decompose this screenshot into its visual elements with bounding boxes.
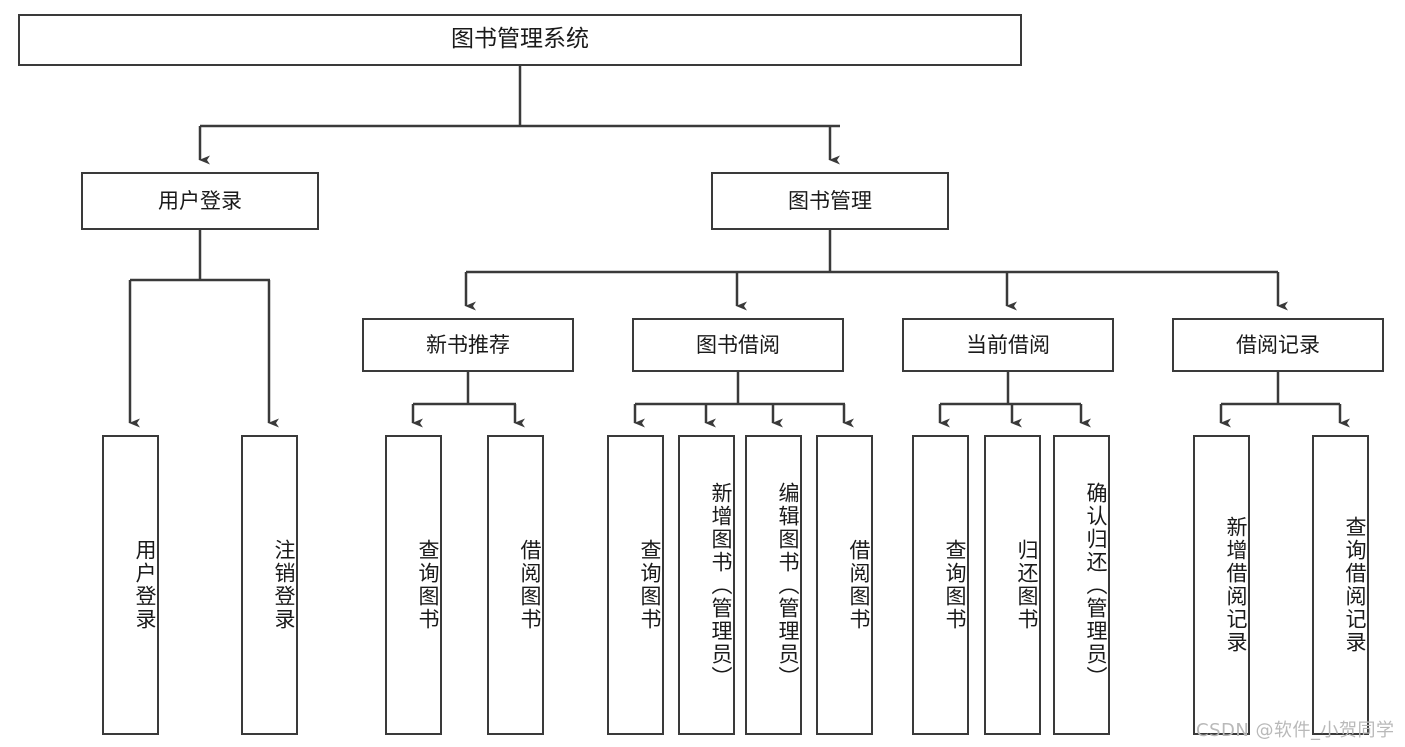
- node-leaf-query-book-3[interactable]: 查询图书: [912, 435, 969, 735]
- node-leaf-confirm-return-label: 确认归还（管理员）: [1084, 481, 1108, 689]
- node-leaf-add-record[interactable]: 新增借阅记录: [1193, 435, 1250, 735]
- node-leaf-borrow-book-1-label: 借阅图书: [518, 539, 542, 631]
- node-new-book-recommend[interactable]: 新书推荐: [362, 318, 574, 372]
- node-borrow-record-label: 借阅记录: [1236, 332, 1320, 357]
- node-book-manage[interactable]: 图书管理: [711, 172, 949, 230]
- node-root-label: 图书管理系统: [451, 26, 589, 53]
- node-leaf-confirm-return[interactable]: 确认归还（管理员）: [1053, 435, 1110, 735]
- node-current-borrow-label: 当前借阅: [966, 332, 1050, 357]
- node-borrow-record[interactable]: 借阅记录: [1172, 318, 1384, 372]
- node-leaf-edit-book[interactable]: 编辑图书（管理员）: [745, 435, 802, 735]
- node-leaf-query-book-2-label: 查询图书: [638, 539, 662, 631]
- node-leaf-query-book-3-label: 查询图书: [943, 539, 967, 631]
- node-leaf-return-book[interactable]: 归还图书: [984, 435, 1041, 735]
- node-leaf-user-login-label: 用户登录: [133, 539, 157, 631]
- node-leaf-edit-book-label: 编辑图书（管理员）: [776, 481, 800, 689]
- node-leaf-add-book-label: 新增图书（管理员）: [709, 481, 733, 689]
- node-leaf-borrow-book-1[interactable]: 借阅图书: [487, 435, 544, 735]
- node-book-manage-label: 图书管理: [788, 188, 872, 213]
- node-leaf-logout-label: 注销登录: [272, 539, 296, 631]
- node-user-login[interactable]: 用户登录: [81, 172, 319, 230]
- node-leaf-query-record-label: 查询借阅记录: [1343, 516, 1367, 654]
- node-new-book-recommend-label: 新书推荐: [426, 332, 510, 357]
- node-user-login-label: 用户登录: [158, 188, 242, 213]
- node-leaf-add-record-label: 新增借阅记录: [1224, 516, 1248, 654]
- node-leaf-query-record[interactable]: 查询借阅记录: [1312, 435, 1369, 735]
- node-root[interactable]: 图书管理系统: [18, 14, 1022, 66]
- node-leaf-query-book-1-label: 查询图书: [416, 539, 440, 631]
- node-leaf-borrow-book-2-label: 借阅图书: [847, 539, 871, 631]
- node-current-borrow[interactable]: 当前借阅: [902, 318, 1114, 372]
- node-leaf-user-login[interactable]: 用户登录: [102, 435, 159, 735]
- node-book-borrow-label: 图书借阅: [696, 332, 780, 357]
- csdn-watermark: CSDN @软件_小贺同学: [1196, 720, 1395, 741]
- node-leaf-query-book-1[interactable]: 查询图书: [385, 435, 442, 735]
- node-book-borrow[interactable]: 图书借阅: [632, 318, 844, 372]
- node-leaf-logout[interactable]: 注销登录: [241, 435, 298, 735]
- node-leaf-borrow-book-2[interactable]: 借阅图书: [816, 435, 873, 735]
- node-leaf-add-book[interactable]: 新增图书（管理员）: [678, 435, 735, 735]
- node-leaf-return-book-label: 归还图书: [1015, 539, 1039, 631]
- node-leaf-query-book-2[interactable]: 查询图书: [607, 435, 664, 735]
